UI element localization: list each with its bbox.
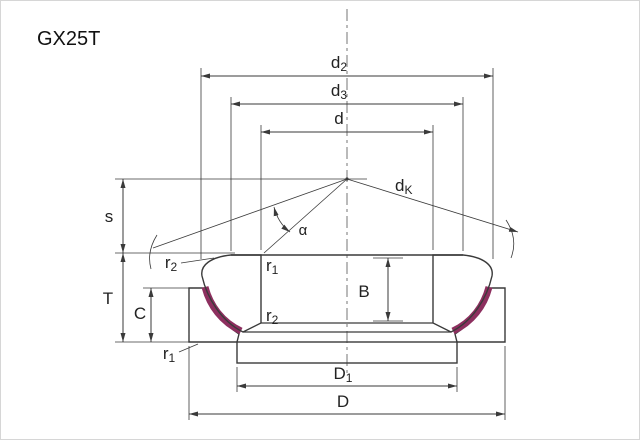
dimension-D1-label: D1 xyxy=(334,364,353,385)
radius-r1-bore-label: r1 xyxy=(266,256,279,277)
radius-r2-bore: r2 xyxy=(266,306,279,327)
housing-washer-left-section xyxy=(188,287,240,343)
radius-r2-bore-label: r2 xyxy=(266,306,279,327)
tilt-angle-arc xyxy=(273,206,291,233)
tilt-angle-label: α xyxy=(299,222,308,239)
shaft-washer-left-section xyxy=(201,254,262,333)
dimension-d-label: d xyxy=(334,109,343,128)
radius-r1-bore: r1 xyxy=(266,256,279,277)
sphere-arc-tick-right xyxy=(505,219,515,259)
dimension-s-label: s xyxy=(105,207,114,226)
sphere-diameter-leader xyxy=(346,178,519,233)
dimension-d: d xyxy=(260,109,434,250)
dimension-B-label: B xyxy=(358,282,369,301)
sphere-arc-tick-left xyxy=(149,234,158,270)
shaft-washer-right-section xyxy=(432,254,493,333)
dimension-T: T xyxy=(103,253,191,343)
dimension-d3-label: d3 xyxy=(331,81,347,102)
dimension-dK-label: dK xyxy=(395,176,412,197)
dimension-D-label: D xyxy=(337,392,349,411)
radius-r2-outer-label: r2 xyxy=(165,253,178,274)
dimension-s: s xyxy=(105,178,367,254)
housing-washer-bottom-boss xyxy=(236,341,458,364)
sliding-liner-left xyxy=(201,286,243,335)
dimension-C-label: C xyxy=(134,304,146,323)
sphere-center-construction: α dK xyxy=(152,176,519,254)
dimension-B: B xyxy=(358,257,403,322)
tilt-radius-line xyxy=(263,178,348,254)
tilt-reference-line xyxy=(152,178,348,249)
housing-washer-right-section xyxy=(454,287,506,343)
part-designation-label: GX25T xyxy=(37,28,100,50)
dimension-d3: d3 xyxy=(230,81,464,251)
dimension-T-label: T xyxy=(103,289,113,308)
sliding-liner-right xyxy=(451,286,493,335)
dimension-D1: D1 xyxy=(236,364,458,392)
shaft-washer xyxy=(201,254,493,333)
dimension-d2-label: d2 xyxy=(331,53,347,74)
radius-r1-outer-label: r1 xyxy=(163,344,176,365)
radius-r2-outer: r2 xyxy=(165,253,215,274)
radius-r1-outer: r1 xyxy=(163,343,199,365)
dimension-C: C xyxy=(134,287,193,342)
dimension-D: D xyxy=(188,346,506,420)
dimension-d2: d2 xyxy=(200,53,494,259)
